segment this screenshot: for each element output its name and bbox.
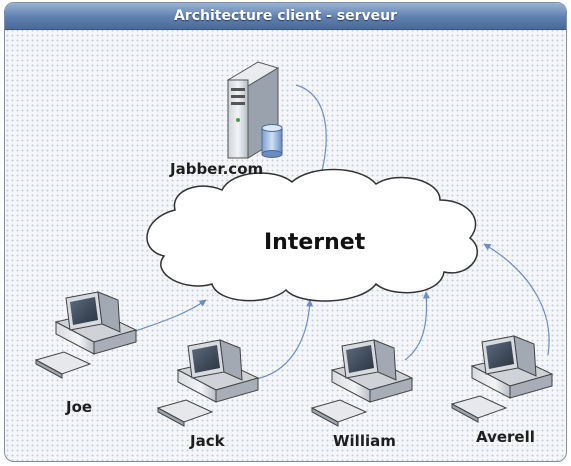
cloud-label: Internet (264, 230, 366, 255)
client-label-joe: Joe (66, 398, 93, 416)
internet-cloud (146, 168, 478, 302)
connector-averell-internet (483, 243, 550, 356)
computer-icon-jack (156, 339, 260, 427)
connector-jack-internet (249, 299, 314, 381)
client-label-averell: Averell (476, 428, 535, 446)
diagram-title: Architecture client - serveur (173, 8, 398, 24)
server-icon (226, 61, 283, 159)
server-label: Jabber.com (170, 160, 264, 178)
computer-icon-william (310, 339, 414, 427)
connector-william-internet (404, 291, 431, 361)
client-label-william: William (333, 432, 396, 450)
computer-icon-joe (34, 291, 138, 379)
computer-icon-averell (450, 335, 554, 423)
client-label-jack: Jack (190, 432, 225, 450)
connector-joe-internet (124, 299, 207, 336)
title-bar: Architecture client - serveur (5, 3, 566, 30)
